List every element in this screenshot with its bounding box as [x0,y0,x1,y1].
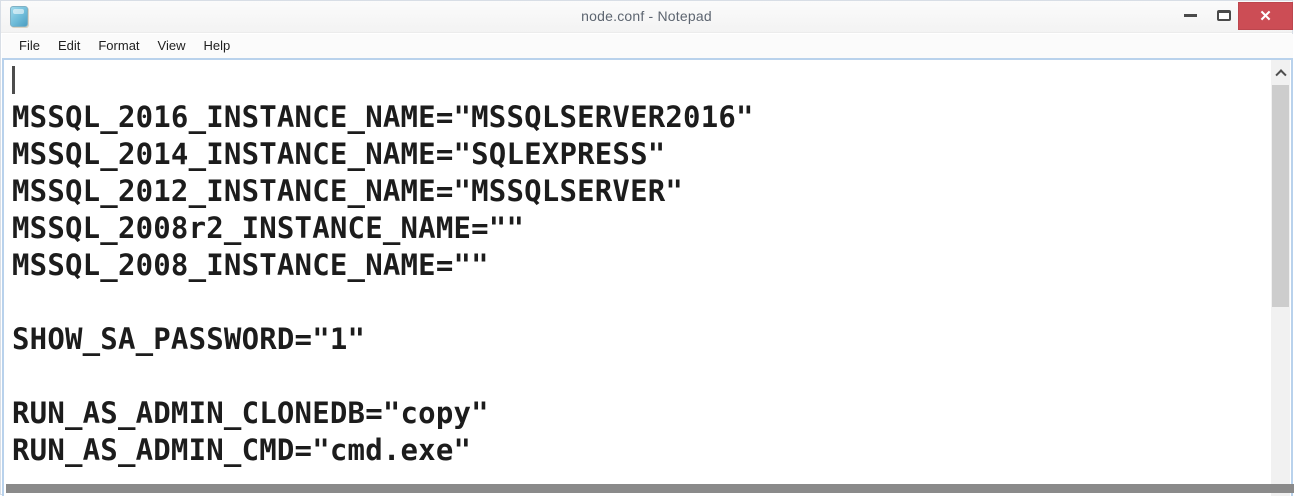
menu-format[interactable]: Format [98,38,140,53]
scroll-up-button[interactable] [1271,60,1290,83]
scrollbar-thumb[interactable] [1272,85,1289,307]
maximize-icon [1217,10,1231,21]
text-editor[interactable]: MSSQL_2016_INSTANCE_NAME="MSSQLSERVER201… [4,60,1271,496]
minimize-button[interactable] [1169,1,1211,30]
menu-edit[interactable]: Edit [57,38,81,53]
chevron-up-icon [1274,68,1287,80]
text-caret [12,66,15,94]
title-bar[interactable]: node.conf - Notepad ✕ [1,1,1293,33]
menu-bar: File Edit Format View Help [2,34,1293,58]
content-area: MSSQL_2016_INSTANCE_NAME="MSSQLSERVER201… [2,58,1293,496]
close-icon: ✕ [1259,8,1272,25]
editor-text: MSSQL_2016_INSTANCE_NAME="MSSQLSERVER201… [12,100,754,467]
bottom-edge-bar [6,484,1294,493]
vertical-scrollbar[interactable] [1271,60,1290,496]
notepad-icon [10,6,28,27]
menu-view[interactable]: View [157,38,186,53]
window-title: node.conf - Notepad [581,8,712,24]
close-button[interactable]: ✕ [1238,2,1293,30]
menu-file[interactable]: File [19,38,40,53]
menu-help[interactable]: Help [203,38,231,53]
maximize-button[interactable] [1203,1,1245,30]
minimize-icon [1183,14,1197,17]
